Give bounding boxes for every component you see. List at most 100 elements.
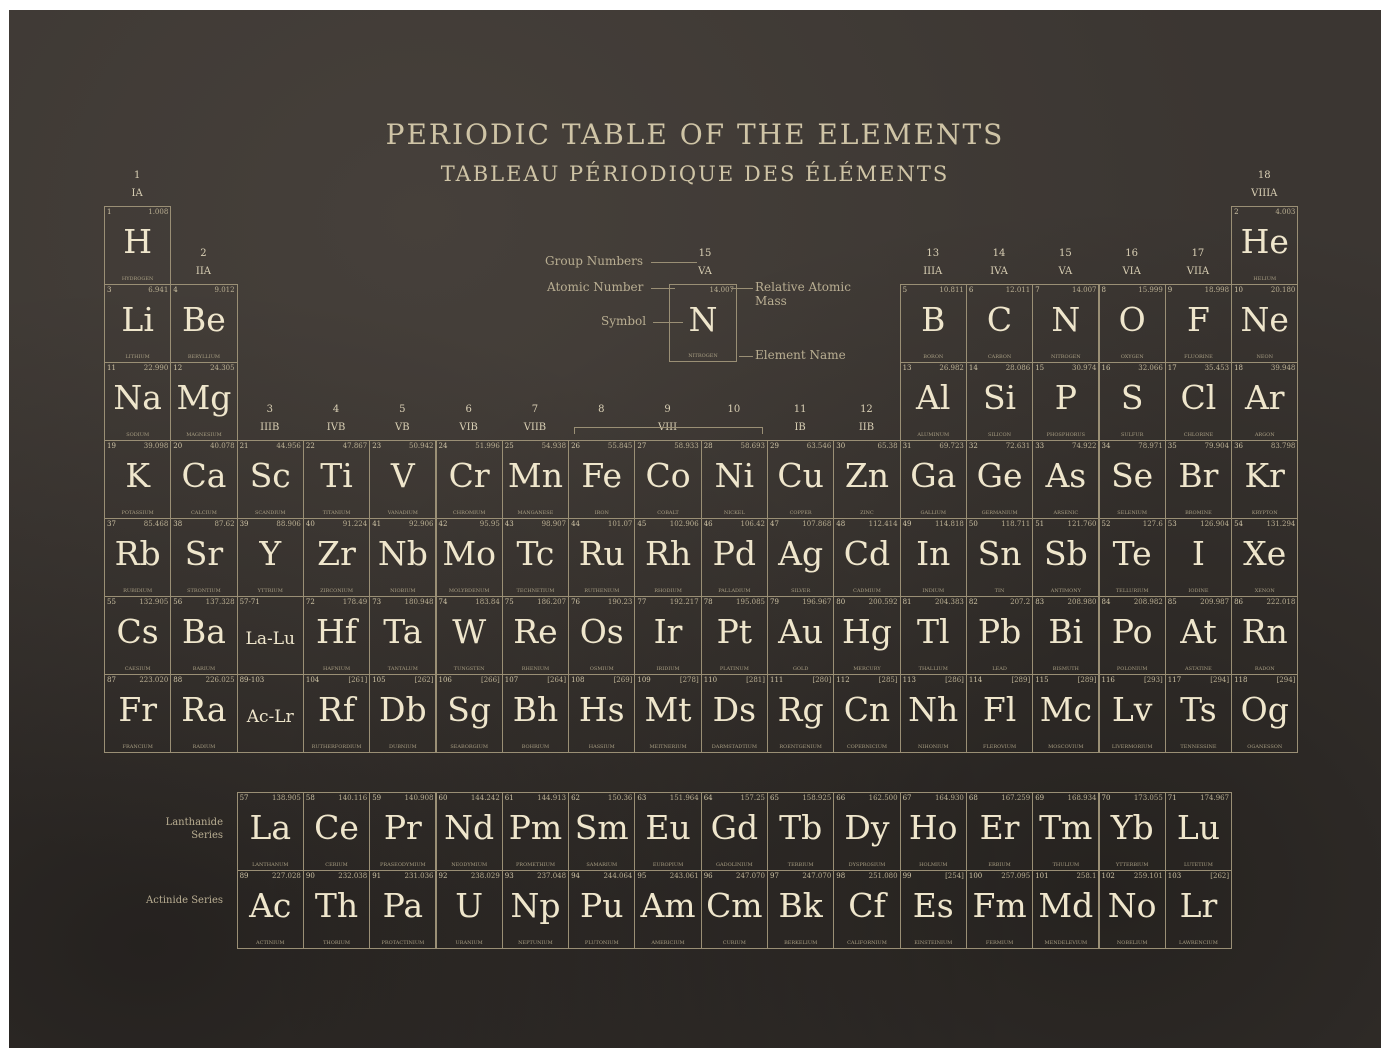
atomic-number: 16 bbox=[1101, 364, 1111, 372]
atomic-number: 84 bbox=[1101, 598, 1111, 606]
atomic-mass: 151.964 bbox=[669, 794, 699, 802]
atomic-number: 13 bbox=[902, 364, 912, 372]
atomic-mass: 1.008 bbox=[148, 208, 169, 216]
element-name: FLUORINE bbox=[1184, 354, 1213, 360]
element-symbol: Ds bbox=[712, 690, 757, 729]
atomic-number: 51 bbox=[1035, 520, 1045, 528]
atomic-number: 72 bbox=[305, 598, 315, 606]
element-name: XENON bbox=[1254, 588, 1275, 594]
atomic-mass: 204.383 bbox=[934, 598, 964, 606]
element-name: ARSENIC bbox=[1053, 510, 1079, 516]
atomic-mass: 140.116 bbox=[338, 794, 368, 802]
legend-example-cell: 14.007 N NITROGEN bbox=[669, 284, 737, 362]
atomic-number: 78 bbox=[703, 598, 713, 606]
element-symbol: Pu bbox=[580, 886, 624, 925]
element-name: CERIUM bbox=[325, 862, 348, 868]
atomic-mass: 195.085 bbox=[736, 598, 765, 606]
element-name: CALCIUM bbox=[190, 510, 217, 516]
atomic-number: 80 bbox=[836, 598, 846, 606]
group-number: 16 bbox=[1125, 248, 1138, 259]
element-name: EUROPIUM bbox=[652, 862, 684, 868]
group-number: 14 bbox=[992, 248, 1006, 259]
page-subtitle: TABLEAU PÉRIODIQUE DES ÉLÉMENTS bbox=[440, 162, 950, 186]
element-name: GADOLINIUM bbox=[715, 862, 753, 868]
atomic-number: 91 bbox=[372, 872, 382, 880]
atomic-mass: 140.908 bbox=[404, 794, 434, 802]
element-symbol: Db bbox=[379, 690, 427, 729]
atomic-mass: 10.811 bbox=[939, 286, 964, 294]
atomic-number: 71 bbox=[1167, 794, 1177, 802]
atomic-number: 48 bbox=[836, 520, 846, 528]
atomic-number: 34 bbox=[1101, 442, 1111, 450]
atomic-mass: 190.23 bbox=[607, 598, 633, 606]
element-symbol: Sb bbox=[1043, 534, 1088, 573]
element-name: CAESIUM bbox=[124, 666, 151, 672]
atomic-number: 115 bbox=[1035, 676, 1049, 684]
group-roman: IIIB bbox=[260, 422, 280, 433]
legend-element-name: Element Name bbox=[755, 348, 846, 362]
atomic-mass: 6.941 bbox=[148, 286, 169, 294]
atomic-mass: 174.967 bbox=[1200, 794, 1230, 802]
element-symbol: As bbox=[1045, 456, 1087, 495]
group-number: 17 bbox=[1191, 248, 1205, 259]
atomic-number: 53 bbox=[1167, 520, 1177, 528]
element-symbol: I bbox=[1191, 534, 1205, 573]
atomic-number: 52 bbox=[1101, 520, 1111, 528]
atomic-number: 96 bbox=[703, 872, 713, 880]
element-symbol: Mg bbox=[176, 378, 232, 417]
atomic-mass: 126.904 bbox=[1200, 520, 1230, 528]
element-name: THORIUM bbox=[323, 940, 350, 946]
element-name: CHLORINE bbox=[1183, 432, 1214, 438]
atomic-number: 37 bbox=[107, 520, 116, 528]
element-symbol: Dy bbox=[844, 808, 890, 847]
atomic-number: 59 bbox=[372, 794, 382, 802]
element-symbol: Mn bbox=[507, 456, 563, 495]
atomic-number: 46 bbox=[703, 520, 713, 528]
atomic-number: 66 bbox=[836, 794, 846, 802]
element-name: LIVERMORIUM bbox=[1111, 744, 1153, 750]
element-name: NIHONIUM bbox=[917, 744, 949, 750]
element-symbol: Og bbox=[1240, 690, 1289, 729]
atomic-number: 58 bbox=[305, 794, 315, 802]
element-symbol: Rb bbox=[114, 534, 161, 573]
group-viii-bracket bbox=[574, 427, 763, 434]
element-symbol: Be bbox=[182, 300, 226, 339]
page-title: PERIODIC TABLE OF THE ELEMENTS bbox=[385, 118, 1005, 151]
element-symbol: Th bbox=[314, 886, 359, 925]
atomic-mass: 101.07 bbox=[607, 520, 633, 528]
element-symbol: Ho bbox=[908, 808, 958, 847]
atomic-number: 118 bbox=[1234, 676, 1248, 684]
element-symbol: K bbox=[125, 456, 150, 495]
atomic-mass: 131.294 bbox=[1266, 520, 1296, 528]
atomic-number: 85 bbox=[1167, 598, 1177, 606]
element-name: ROENTGENIUM bbox=[779, 744, 822, 750]
element-name: RUBIDIUM bbox=[123, 588, 153, 594]
atomic-number: 61 bbox=[504, 794, 514, 802]
atomic-number: 77 bbox=[637, 598, 647, 606]
element-symbol: La bbox=[249, 808, 292, 847]
